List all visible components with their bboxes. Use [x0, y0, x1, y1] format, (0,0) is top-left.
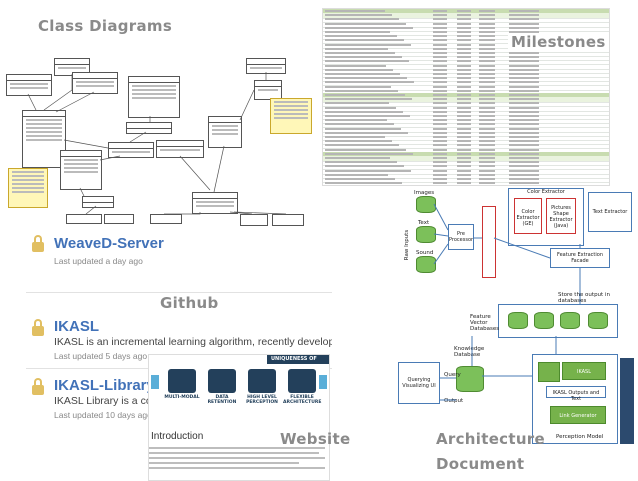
perception-block-outputs: IKASL Outputs and Text: [546, 386, 606, 402]
caption-milestones: Milestones: [508, 33, 609, 51]
vector-db: [560, 312, 580, 329]
class-box: [254, 80, 282, 100]
class-box: [108, 142, 154, 158]
class-box: [272, 214, 304, 226]
lock-icon: [32, 378, 44, 395]
feature-extraction-facade: Feature Extraction Facade: [550, 248, 610, 268]
class-connectors: [27, 72, 287, 215]
left-green-blocks: [538, 362, 560, 382]
note-box: [8, 168, 48, 208]
input-sound: [416, 256, 436, 273]
architecture-panel: Images Text Sound Raw Inputs Pre Process…: [332, 186, 636, 479]
database-icon: [208, 369, 236, 393]
querying-ui-box: Querying Visualizing UI: [398, 362, 440, 404]
eye-icon: [248, 369, 276, 393]
class-box: [60, 150, 102, 190]
picture-shape-extractor: Pictures Shape Extractor (Java): [546, 198, 576, 234]
repo-link-weaved-server[interactable]: WeaveD-Server: [54, 235, 164, 252]
class-box: [128, 76, 180, 118]
sheet-row: [323, 181, 609, 185]
perception-block-ikasl: IKASL: [562, 362, 606, 380]
preprocessed-input: [482, 206, 496, 278]
text-extractor-box: Text Extractor: [588, 192, 632, 232]
query-label: Query: [444, 372, 461, 378]
lock-icon: [32, 319, 44, 336]
repo-link-ikasl[interactable]: IKASL: [54, 318, 99, 335]
intro-heading: Introduction: [151, 431, 204, 442]
class-box: [240, 214, 268, 226]
feature-multi-modal: MULTI-MODAL: [163, 369, 201, 400]
class-box: [192, 192, 238, 214]
architecture-arrows: [433, 203, 581, 401]
website-banner: UNIQUENESS OF MULTI-MODAL DATA RETENTION…: [149, 355, 329, 463]
puzzle-icon: [288, 369, 316, 393]
configuration-file: [620, 358, 634, 444]
color-extractor-ge: Color Extractor (GE): [514, 198, 542, 234]
uniqueness-tag: UNIQUENESS OF: [267, 355, 329, 364]
feature-data-retention: DATA RETENTION: [203, 369, 241, 405]
preprocessor-box: Pre Processor: [448, 224, 474, 250]
caption-website: Website: [280, 430, 351, 448]
perception-model-label: Perception Model: [556, 434, 604, 440]
caption-github: Github: [160, 294, 219, 312]
class-box: [66, 214, 102, 224]
class-box: [208, 116, 242, 148]
class-box: [104, 214, 134, 224]
class-box: [246, 58, 286, 74]
class-box: [82, 196, 114, 208]
nav-left-arrow[interactable]: [151, 375, 159, 389]
nav-right-arrow[interactable]: [319, 375, 327, 389]
vector-db: [508, 312, 528, 329]
repo-updated: Last updated 5 days ago: [54, 351, 148, 361]
text-line: [149, 467, 325, 469]
note-box: [270, 98, 312, 134]
milestones-sheet: [322, 8, 610, 186]
text-line: [149, 452, 319, 454]
monitor-icon: [168, 369, 196, 393]
repo-updated: Last updated 10 days ago: [54, 410, 152, 420]
vector-db: [588, 312, 608, 329]
text-line: [149, 457, 325, 459]
text-line: [149, 462, 299, 464]
vector-db-label: Feature Vector Databases: [470, 314, 500, 332]
caption-architecture: Architecture: [436, 430, 545, 448]
caption-class-diagrams: Class Diagrams: [38, 17, 173, 35]
class-box: [72, 72, 118, 94]
output-label: Output: [444, 398, 464, 404]
divider: [26, 292, 366, 293]
class-box: [156, 140, 204, 158]
repo-updated: Last updated a day ago: [54, 256, 143, 266]
class-box: [126, 122, 172, 134]
text-line: [149, 447, 325, 449]
class-diagram-panel: [0, 0, 318, 232]
website-panel: UNIQUENESS OF MULTI-MODAL DATA RETENTION…: [148, 354, 330, 481]
knowledge-db-label: Knowledge Database: [454, 346, 485, 358]
class-box: [150, 214, 182, 224]
repo-link-ikasl-library[interactable]: IKASL-Library: [54, 377, 155, 394]
class-box: [22, 110, 66, 168]
feature-high-level-perception: HIGH LEVEL PERCEPTION: [243, 369, 281, 405]
vector-db: [534, 312, 554, 329]
caption-document: Document: [436, 455, 525, 473]
store-output-label: Store the output in databases: [558, 292, 610, 304]
feature-flexible-architecture: FLEXIBLE ARCHITECTURE: [283, 369, 321, 405]
input-images: [416, 196, 436, 213]
lock-icon: [32, 235, 44, 252]
perception-block-link-generator: Link Generator: [550, 406, 606, 424]
knowledge-db: [456, 366, 484, 392]
